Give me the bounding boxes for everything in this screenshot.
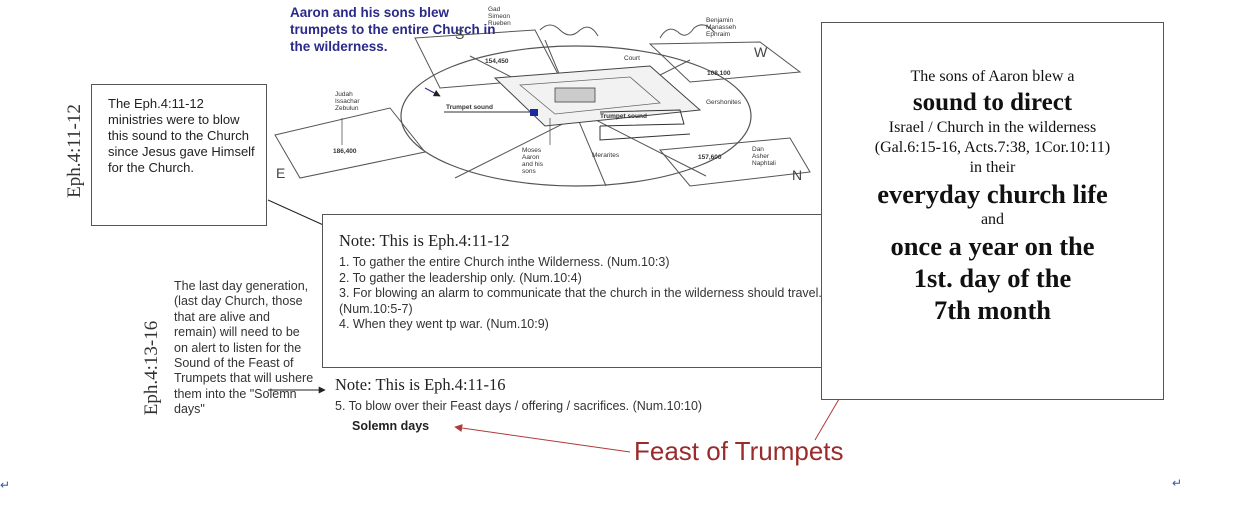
- camp-caption: Aaron and his sons blew trumpets to the …: [290, 5, 496, 54]
- tabernacle-court: [493, 65, 702, 127]
- direction-n: N: [792, 167, 803, 183]
- court-label: Court: [624, 55, 640, 62]
- count-north: 157,600: [698, 154, 722, 161]
- tribes-east: Judah Issachar Zebulun: [335, 91, 360, 112]
- note1-item: 4. When they went tp war. (Num.10:9): [339, 317, 549, 331]
- vertical-label-eph-4-11-12: Eph.4:11-12: [64, 104, 85, 198]
- aaron-line: sound to direct: [912, 89, 1073, 116]
- tribes-north: Dan Asher Naphtali: [752, 146, 776, 167]
- tribes-south: Gad Simeon Rueben: [488, 6, 511, 27]
- vertical-label-eph-4-13-16: Eph.4:13-16: [141, 320, 162, 416]
- altar: [530, 109, 538, 116]
- note1-heading: Note: This is Eph.4:11-12: [339, 231, 510, 250]
- trumpet-sound-right: Trumpet sound: [600, 113, 647, 120]
- aaron-line: in their: [969, 159, 1016, 176]
- camp-plate-north: [659, 137, 811, 187]
- sons-of-aaron-box: The sons of Aaron blew a sound to direct…: [821, 22, 1164, 400]
- solemn-days-label: Solemn days: [352, 419, 430, 433]
- aaron-line: everyday church life: [877, 179, 1108, 209]
- last-day-text: The last day generation, (last day Churc…: [174, 279, 314, 417]
- note1-item: 1. To gather the entire Church inthe Wil…: [339, 255, 670, 269]
- note-box-eph-4-11-12: Note: This is Eph.4:11-12 1. To gather t…: [322, 214, 850, 368]
- note1-item: 3. For blowing an alarm to communicate t…: [339, 286, 822, 316]
- aaron-line: 7th month: [933, 295, 1052, 325]
- aaron-line: Israel / Church in the wilderness: [888, 119, 1097, 136]
- ministries-box: The Eph.4:11-12 ministries were to blow …: [91, 84, 267, 226]
- count-east: 186,400: [333, 148, 357, 155]
- paragraph-mark-icon: ↵: [1172, 476, 1183, 490]
- direction-e: E: [276, 165, 286, 181]
- aaron-line: 1st. day of the: [913, 263, 1072, 293]
- camp-plate-west: [648, 41, 802, 83]
- tabernacle: [554, 87, 596, 103]
- gershonites-label: Gershonites: [706, 99, 742, 106]
- camp-plate-east: [274, 107, 426, 179]
- aaron-line: The sons of Aaron blew a: [910, 68, 1075, 85]
- note2-item: 5. To blow over their Feast days / offer…: [335, 399, 703, 413]
- paragraph-mark-icon: ↵: [0, 478, 11, 492]
- aaron-line: once a year on the: [890, 231, 1095, 261]
- note2-heading: Note: This is Eph.4:11-16: [335, 375, 506, 394]
- feast-of-trumpets-label: Feast of Trumpets: [634, 436, 844, 466]
- aaron-line: (Gal.6:15-16, Acts.7:38, 1Cor.10:11): [874, 139, 1111, 156]
- note-eph-4-11-16: Note: This is Eph.4:11-16 5. To blow ove…: [335, 375, 815, 415]
- direction-s: S: [455, 26, 465, 42]
- note1-item: 2. To gather the leadership only. (Num.1…: [339, 270, 582, 285]
- tribes-west: Benjamin Manasseh Ephraim: [706, 17, 736, 38]
- ministries-text: The Eph.4:11-12 ministries were to blow …: [108, 96, 255, 175]
- count-south: 154,450: [485, 58, 509, 65]
- count-west: 108,100: [707, 70, 731, 77]
- trumpet-sound-left: Trumpet sound: [446, 104, 493, 111]
- aaron-line: and: [980, 211, 1005, 228]
- merarites-label: Merarites: [592, 152, 620, 159]
- moses-label: Moses Aaron and his sons: [522, 147, 543, 175]
- direction-w: W: [754, 44, 768, 60]
- camp-ellipse: [400, 45, 752, 187]
